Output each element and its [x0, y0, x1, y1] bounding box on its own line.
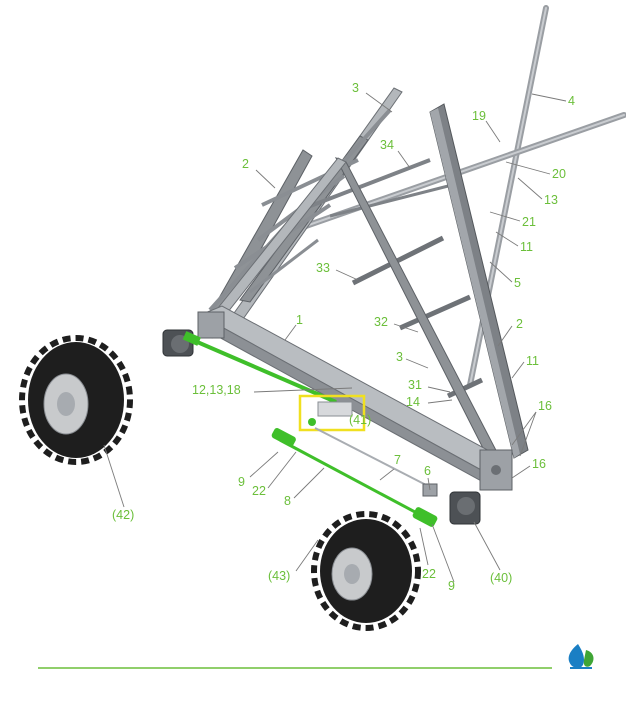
upright-post: [429, 103, 529, 459]
callout-12-13-18: 12,13,18: [192, 383, 241, 397]
leader-lines: [103, 92, 567, 583]
callout-5: 5: [514, 276, 521, 290]
callout-21: 21: [522, 215, 536, 229]
callout-31: 31: [408, 378, 422, 392]
callout-4: 4: [568, 94, 575, 108]
callout-6: 6: [424, 464, 431, 478]
callout-2: 2: [242, 157, 249, 171]
callout-16: 16: [532, 457, 546, 471]
rung-set: [299, 158, 484, 399]
callout-22: 22: [252, 484, 266, 498]
callout-2: 2: [516, 317, 523, 331]
callout-42: (42): [112, 508, 134, 522]
leaf-drop-logo-icon: [568, 644, 594, 669]
callout-1: 1: [296, 313, 303, 327]
callout-3: 3: [352, 81, 359, 95]
tire-43: [311, 511, 421, 631]
callout-41: (41): [349, 413, 371, 427]
callout-19: 19: [472, 109, 486, 123]
tire-42: [19, 335, 133, 465]
callout-9: 9: [448, 579, 455, 593]
callout-43: (43): [268, 569, 290, 583]
callout-3: 3: [396, 350, 403, 364]
pipe-tube-4: [467, 5, 549, 388]
callout-32: 32: [374, 315, 388, 329]
callout-16: 16: [538, 399, 552, 413]
callout-7: 7: [394, 453, 401, 467]
callout-labels: 3 4 19 2 34 20 13 21 11 33 5 1 32 2 3 11…: [112, 81, 575, 593]
coupler-part: [308, 401, 353, 426]
highlight-box: [298, 394, 366, 432]
callout-34: 34: [380, 138, 394, 152]
callout-14: 14: [406, 395, 420, 409]
callout-9: 9: [238, 475, 245, 489]
callout-8: 8: [284, 494, 291, 508]
gearbox-right: [449, 491, 481, 525]
drive-shaft-upper: [182, 331, 337, 404]
callout-11: 11: [526, 354, 539, 368]
drive-shaft-lower: [271, 427, 438, 527]
callout-13: 13: [544, 193, 558, 207]
callout-11: 11: [520, 240, 533, 254]
callout-20: 20: [552, 167, 566, 181]
callout-22: 22: [422, 567, 436, 581]
callout-33: 33: [316, 261, 330, 275]
callout-40: (40): [490, 571, 512, 585]
